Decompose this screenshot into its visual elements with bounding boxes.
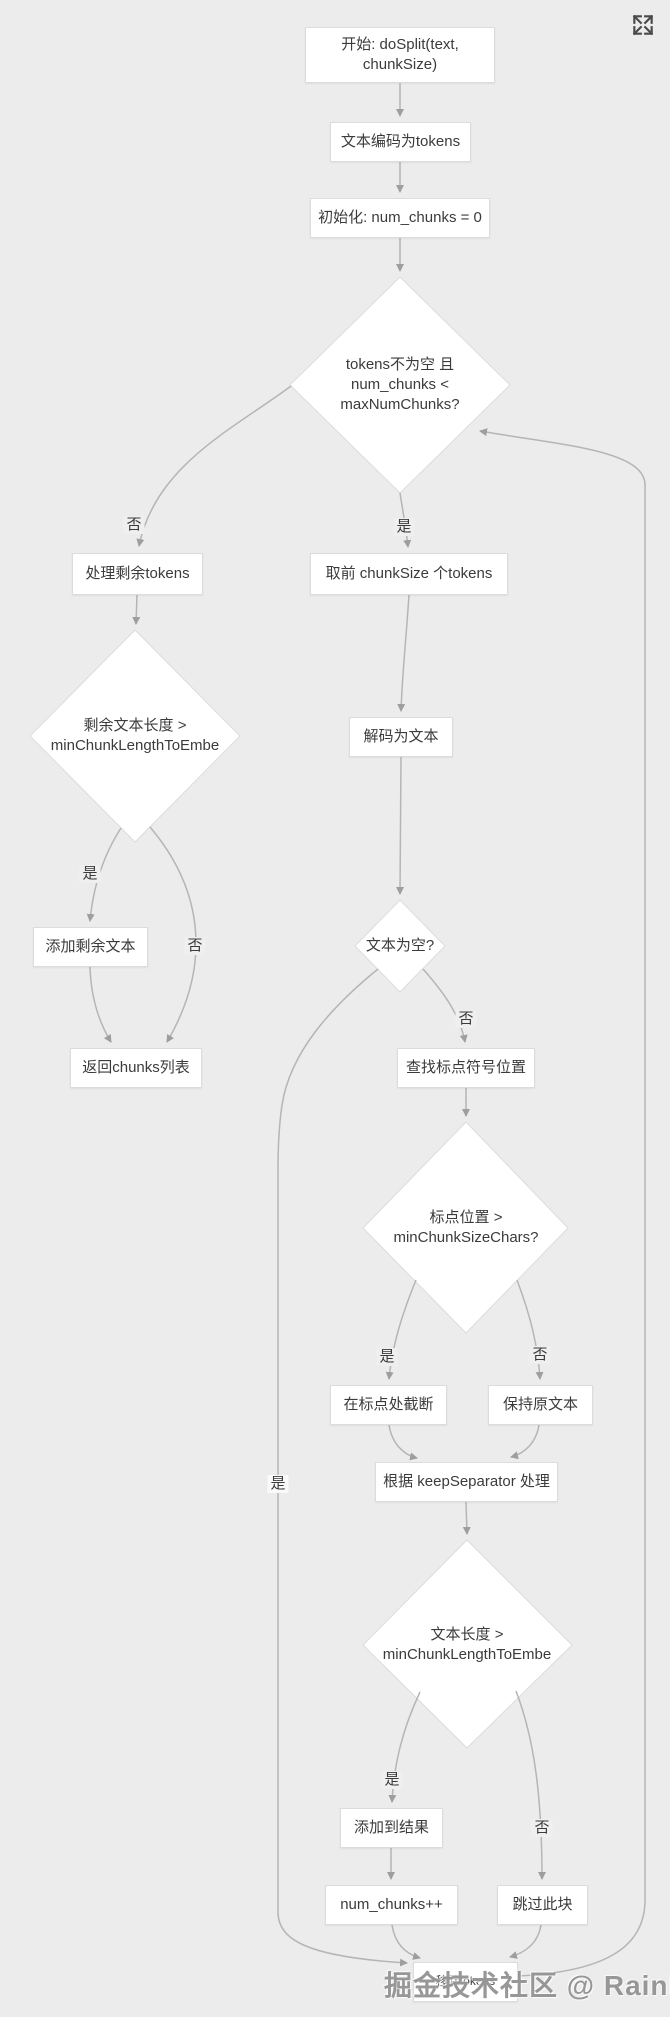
edge-addremaining-to-return bbox=[89, 966, 112, 1043]
edge-decode-to-empty bbox=[396, 756, 405, 895]
node-keep-original: 保持原文本 bbox=[488, 1385, 593, 1425]
edge-len-no bbox=[515, 1690, 546, 1880]
node-skip-chunk: 跳过此块 bbox=[497, 1885, 588, 1925]
node-remove-tokens: 移除tokens bbox=[413, 1962, 518, 2002]
edge-label-d1-no: 否 bbox=[123, 516, 145, 534]
node-find-punctuation: 查找标点符号位置 bbox=[397, 1048, 535, 1088]
node-return-chunks: 返回chunks列表 bbox=[70, 1048, 202, 1088]
node-add-result: 添加到结果 bbox=[340, 1808, 443, 1848]
node-skip-chunk-label: 跳过此块 bbox=[512, 1896, 573, 1914]
node-cut-at-punct-label: 在标点处截断 bbox=[343, 1396, 434, 1414]
node-add-remaining: 添加剩余文本 bbox=[33, 927, 148, 967]
node-cut-at-punct: 在标点处截断 bbox=[330, 1385, 447, 1425]
node-init-label: 初始化: num_chunks = 0 bbox=[318, 209, 482, 227]
node-process-remaining: 处理剩余tokens bbox=[72, 553, 203, 595]
node-start-line2: chunkSize) bbox=[362, 56, 438, 73]
edge-incr-to-remove bbox=[391, 1924, 421, 1960]
edge-empty-no bbox=[422, 968, 468, 1043]
node-encode-tokens: 文本编码为tokens bbox=[330, 122, 471, 162]
edge-keep-to-keepsep bbox=[510, 1424, 540, 1460]
edge-take-to-decode bbox=[397, 594, 410, 712]
edge-cut-to-keepsep bbox=[388, 1424, 418, 1461]
edge-remaining-to-check bbox=[132, 594, 141, 625]
node-take-chunk: 取前 chunkSize 个tokens bbox=[310, 553, 508, 595]
edge-label-d5-no: 否 bbox=[531, 1819, 553, 1837]
edge-keepsep-to-lencheck bbox=[462, 1501, 471, 1535]
edge-label-d1-yes: 是 bbox=[393, 518, 415, 536]
node-find-punctuation-label: 查找标点符号位置 bbox=[405, 1059, 526, 1077]
edge-label-d5-yes: 是 bbox=[381, 1771, 403, 1789]
fullscreen-expand-button[interactable] bbox=[630, 12, 656, 38]
edge-empty-yes-loop bbox=[277, 968, 408, 1967]
node-keep-original-label: 保持原文本 bbox=[502, 1396, 578, 1414]
node-start: 开始: doSplit(text, chunkSize) bbox=[305, 27, 495, 83]
node-return-chunks-label: 返回chunks列表 bbox=[82, 1059, 190, 1077]
edge-punct-yes bbox=[385, 1279, 417, 1380]
node-add-result-label: 添加到结果 bbox=[353, 1819, 429, 1837]
node-init-num-chunks: 初始化: num_chunks = 0 bbox=[310, 198, 490, 238]
watermark: 掘金技术社区 @ RainbowSea bbox=[384, 1970, 670, 2001]
decision-punct-position-shape bbox=[362, 1121, 569, 1334]
edge-label-d2-yes: 是 bbox=[79, 865, 101, 883]
node-keep-separator-label: 根据 keepSeparator 处理 bbox=[383, 1473, 550, 1491]
edge-label-d2-no: 否 bbox=[184, 937, 206, 955]
node-process-remaining-label: 处理剩余tokens bbox=[85, 565, 190, 583]
node-take-chunk-label: 取前 chunkSize 个tokens bbox=[325, 565, 493, 583]
edge-loopcheck-no bbox=[136, 385, 292, 547]
decision-loop-condition-shape bbox=[289, 276, 511, 494]
node-decode-text: 解码为文本 bbox=[349, 717, 453, 757]
node-remove-tokens-label: 移除tokens bbox=[435, 1974, 496, 1989]
node-increment-label: num_chunks++ bbox=[340, 1896, 443, 1914]
node-keep-separator: 根据 keepSeparator 处理 bbox=[375, 1462, 558, 1502]
node-decode-label: 解码为文本 bbox=[363, 728, 439, 746]
node-add-remaining-label: 添加剩余文本 bbox=[45, 938, 136, 956]
expand-icon bbox=[632, 14, 654, 36]
edge-label-d3-yes: 是 bbox=[267, 1475, 289, 1493]
edge-skip-to-remove bbox=[509, 1924, 542, 1959]
decision-remaining-length-shape bbox=[29, 629, 241, 843]
decision-text-length-shape bbox=[362, 1539, 573, 1749]
node-encode-label: 文本编码为tokens bbox=[340, 133, 461, 151]
edge-punct-no bbox=[516, 1279, 544, 1380]
edge-len-yes bbox=[388, 1691, 421, 1803]
edge-loop-back bbox=[479, 428, 646, 1977]
edge-label-d4-no: 否 bbox=[529, 1346, 551, 1364]
edge-label-d3-no: 否 bbox=[455, 1010, 477, 1028]
node-increment: num_chunks++ bbox=[325, 1885, 458, 1925]
edge-label-d4-yes: 是 bbox=[376, 1348, 398, 1366]
edge-remlen-no bbox=[149, 826, 197, 1043]
node-start-line1: 开始: doSplit(text, bbox=[341, 36, 459, 54]
